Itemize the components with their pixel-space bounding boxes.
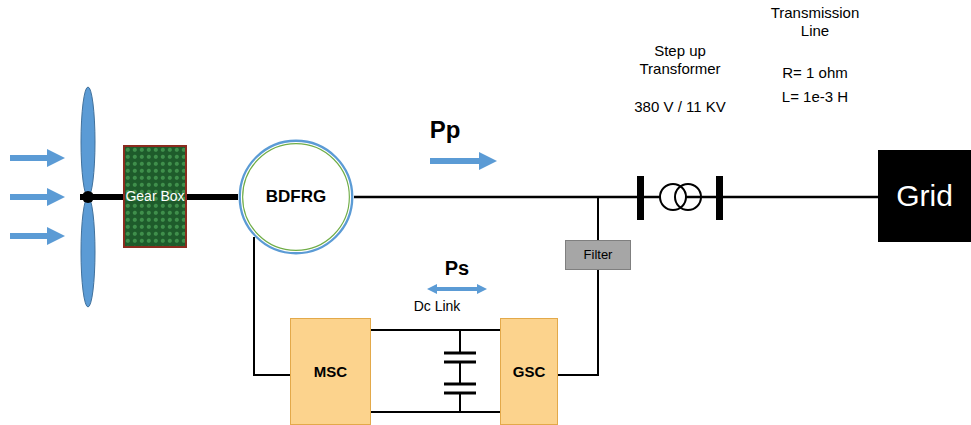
power-wire <box>254 237 290 375</box>
grid-box: Grid <box>878 150 971 242</box>
dc-link-capacitors <box>444 330 476 412</box>
bidirectional-flow-arrow <box>432 287 482 291</box>
dc-link-bottom-rail <box>371 411 500 413</box>
power-wire <box>371 329 500 331</box>
rating-label: 380 V / 11 KV <box>615 98 745 116</box>
node-text: MSC <box>314 363 347 380</box>
power-wire <box>187 194 238 200</box>
node-text: Grid <box>896 179 953 214</box>
wind-arrows <box>10 158 56 236</box>
parameter-label: L= 1e-3 H <box>760 88 870 106</box>
parameter-label: R= 1 ohm <box>760 64 870 82</box>
power-wire <box>354 196 878 199</box>
converter-box: MSC <box>290 318 371 425</box>
transformer-label: Step up Transformer <box>630 42 730 78</box>
filter-box: Filter <box>565 240 631 270</box>
dc-link-label: Dc Link <box>397 298 477 315</box>
generator-circle: BDFRG <box>238 139 354 255</box>
node-text: Filter <box>584 248 613 263</box>
power-wire <box>558 270 598 375</box>
converter-box: GSC <box>500 318 558 425</box>
power-symbol: Ps <box>432 256 482 280</box>
gearbox-box: Gear Box <box>123 145 187 248</box>
turbine-blades <box>81 87 95 307</box>
node-text: BDFRG <box>266 187 326 207</box>
filter-tap-wire <box>597 197 599 240</box>
node-text: GSC <box>513 363 546 380</box>
power-symbol: Pp <box>415 116 475 145</box>
power-flow-arrow <box>430 158 488 164</box>
turbine-hub <box>82 191 94 203</box>
line-label: Transmission Line <box>760 4 870 40</box>
transformer-symbol <box>637 176 723 220</box>
node-text: Gear Box <box>125 188 184 204</box>
